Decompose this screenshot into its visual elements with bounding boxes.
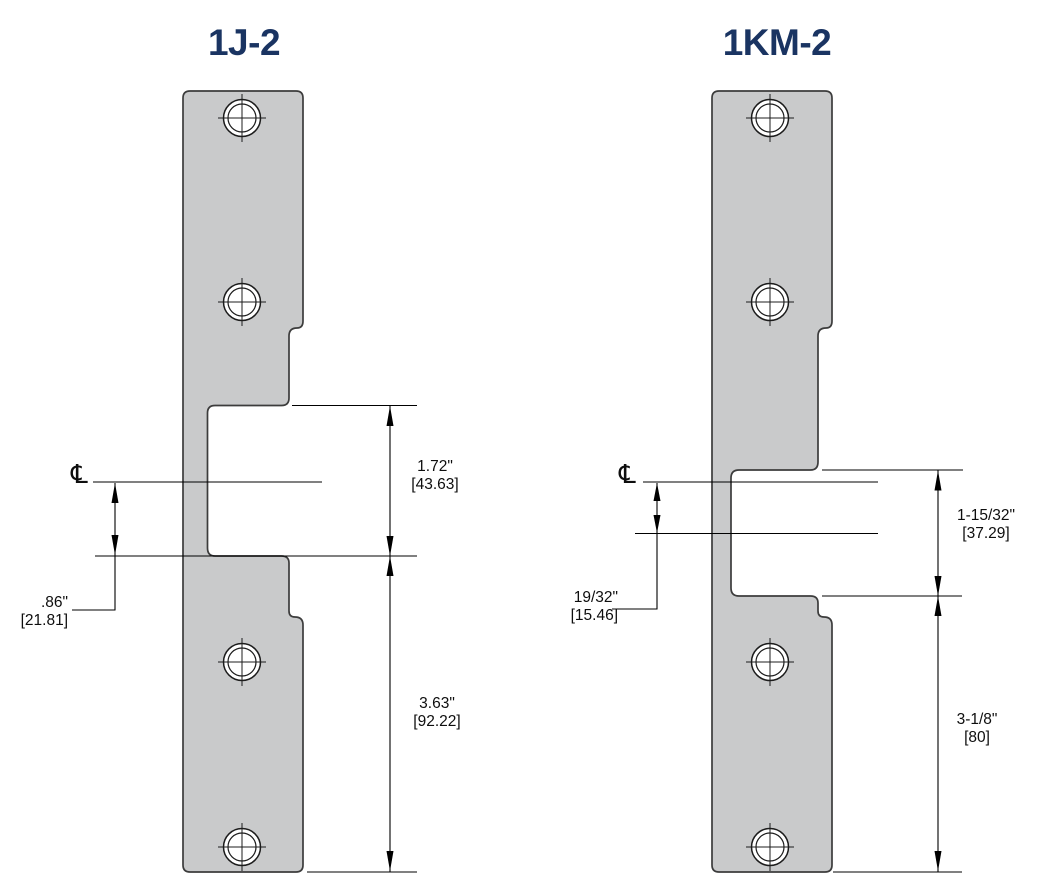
faceplate-1j2 [72, 90, 417, 873]
dim-inches: 1.72" [417, 458, 453, 475]
centerline-icon: ℄ [71, 460, 88, 490]
faceplate-1km2 [612, 90, 963, 873]
faceplate-outline [711, 90, 833, 873]
dim-inches: 3-1/8" [956, 711, 998, 728]
dim-lower-length-label: 3-1/8" [80] [938, 711, 1016, 746]
dimension-arrows [653, 470, 942, 871]
figure-title-1km2: 1KM-2 [722, 22, 832, 63]
dim-mm: [80] [964, 728, 990, 746]
dim-inches: 19/32" [573, 589, 618, 606]
dim-center-offset-label: 19/32" [15.46] [552, 589, 618, 624]
dim-inches: .86" [40, 594, 68, 611]
dim-notch-height-label: 1-15/32" [37.29] [946, 507, 1026, 542]
centerline-icon: ℄ [619, 460, 636, 490]
dim-inches: 3.63" [419, 695, 455, 712]
dimension-lines [72, 404, 417, 873]
dim-mm: [43.63] [411, 475, 459, 493]
figure-title-1j2: 1J-2 [207, 22, 281, 63]
dim-lower-length-label: 3.63" [92.22] [398, 695, 476, 730]
dim-notch-height-label: 1.72" [43.63] [396, 458, 474, 493]
dim-inches: 1-15/32" [956, 507, 1016, 524]
dim-mm: [21.81] [20, 611, 68, 629]
dim-mm: [15.46] [570, 606, 618, 624]
dim-center-offset-label: .86" [21.81] [4, 594, 68, 629]
dimension-arrows [111, 406, 394, 871]
dimension-lines [612, 469, 963, 873]
dim-mm: [92.22] [413, 712, 461, 730]
dim-mm: [37.29] [962, 524, 1010, 542]
